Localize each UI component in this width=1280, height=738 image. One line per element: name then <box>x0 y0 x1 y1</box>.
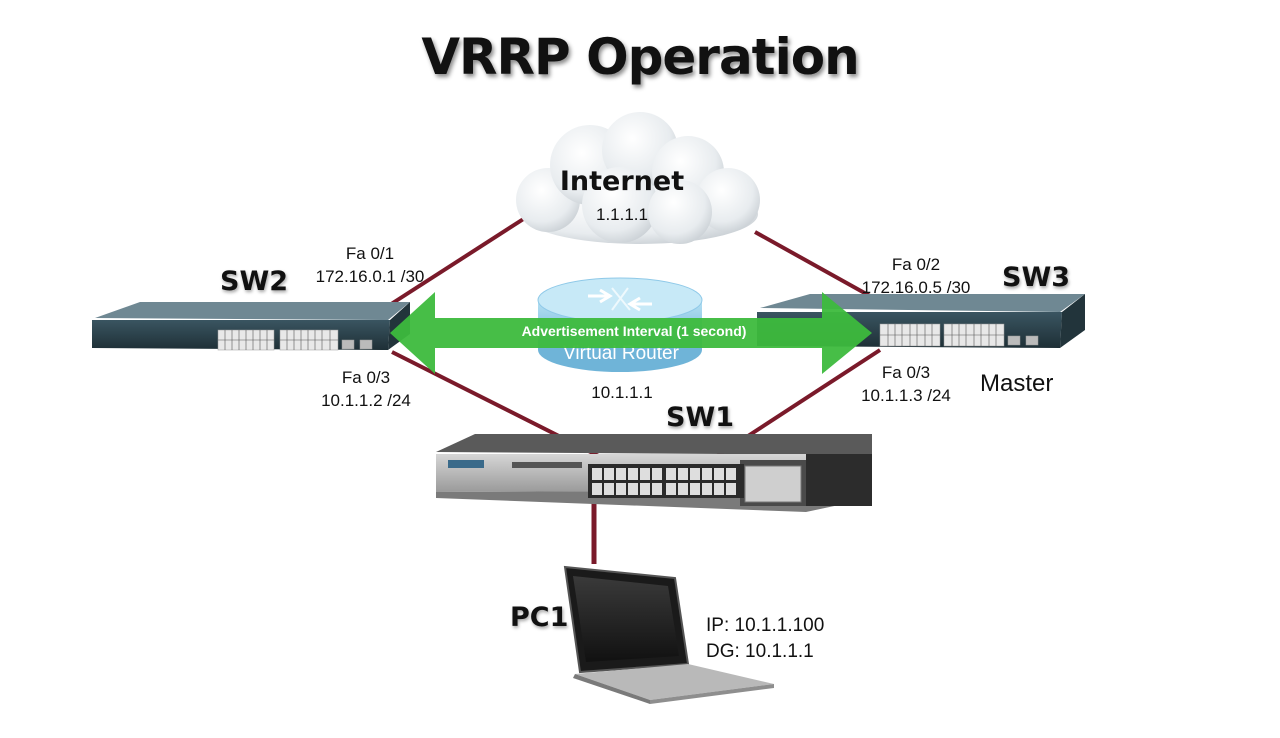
virtual-router-label: Virtual Router <box>563 343 679 364</box>
sw3-lan-ip: 10.1.1.3 /24 <box>861 386 951 405</box>
internet-label: Internet <box>560 166 684 197</box>
page-title: VRRP Operation <box>421 28 859 86</box>
sw2-uplink-interface: Fa 0/1 172.16.0.1 /30 <box>300 242 440 288</box>
link-sw3-internet <box>754 230 871 298</box>
internet-ip: 1.1.1.1 <box>596 205 648 224</box>
sw3-label: SW3 <box>1002 262 1071 293</box>
sw2-uplink-ip: 172.16.0.1 /30 <box>315 267 425 286</box>
pc1-laptop-icon <box>563 565 774 704</box>
sw2-switch-icon <box>92 302 410 351</box>
sw3-lan-interface: Fa 0/3 10.1.1.3 /24 <box>836 361 976 407</box>
sw2-lan-interface: Fa 0/3 10.1.1.2 /24 <box>296 366 436 412</box>
sw3-uplink-ip: 172.16.0.5 /30 <box>861 278 971 297</box>
advertisement-label: Advertisement Interval (1 second) <box>522 323 747 339</box>
pc1-gateway: DG: 10.1.1.1 <box>706 641 814 662</box>
sw3-lan-if: Fa 0/3 <box>881 363 931 382</box>
pc1-label: PC1 <box>510 602 569 633</box>
sw2-lan-ip: 10.1.1.2 /24 <box>321 391 411 410</box>
sw3-role-label: Master <box>980 370 1054 397</box>
sw3-uplink-if: Fa 0/2 <box>891 255 941 274</box>
sw1-switch-icon <box>436 434 872 512</box>
sw3-uplink-interface: Fa 0/2 172.16.0.5 /30 <box>846 253 986 299</box>
sw2-uplink-if: Fa 0/1 <box>345 244 395 263</box>
sw1-label: SW1 <box>666 402 735 433</box>
sw2-label: SW2 <box>220 266 289 297</box>
internet-cloud-icon <box>516 112 760 244</box>
virtual-router-ip: 10.1.1.1 <box>591 383 652 402</box>
pc1-ip: IP: 10.1.1.100 <box>706 615 825 636</box>
advertisement-arrow-icon <box>390 292 872 374</box>
sw2-lan-if: Fa 0/3 <box>341 368 391 387</box>
link-sw2-internet <box>383 216 527 310</box>
